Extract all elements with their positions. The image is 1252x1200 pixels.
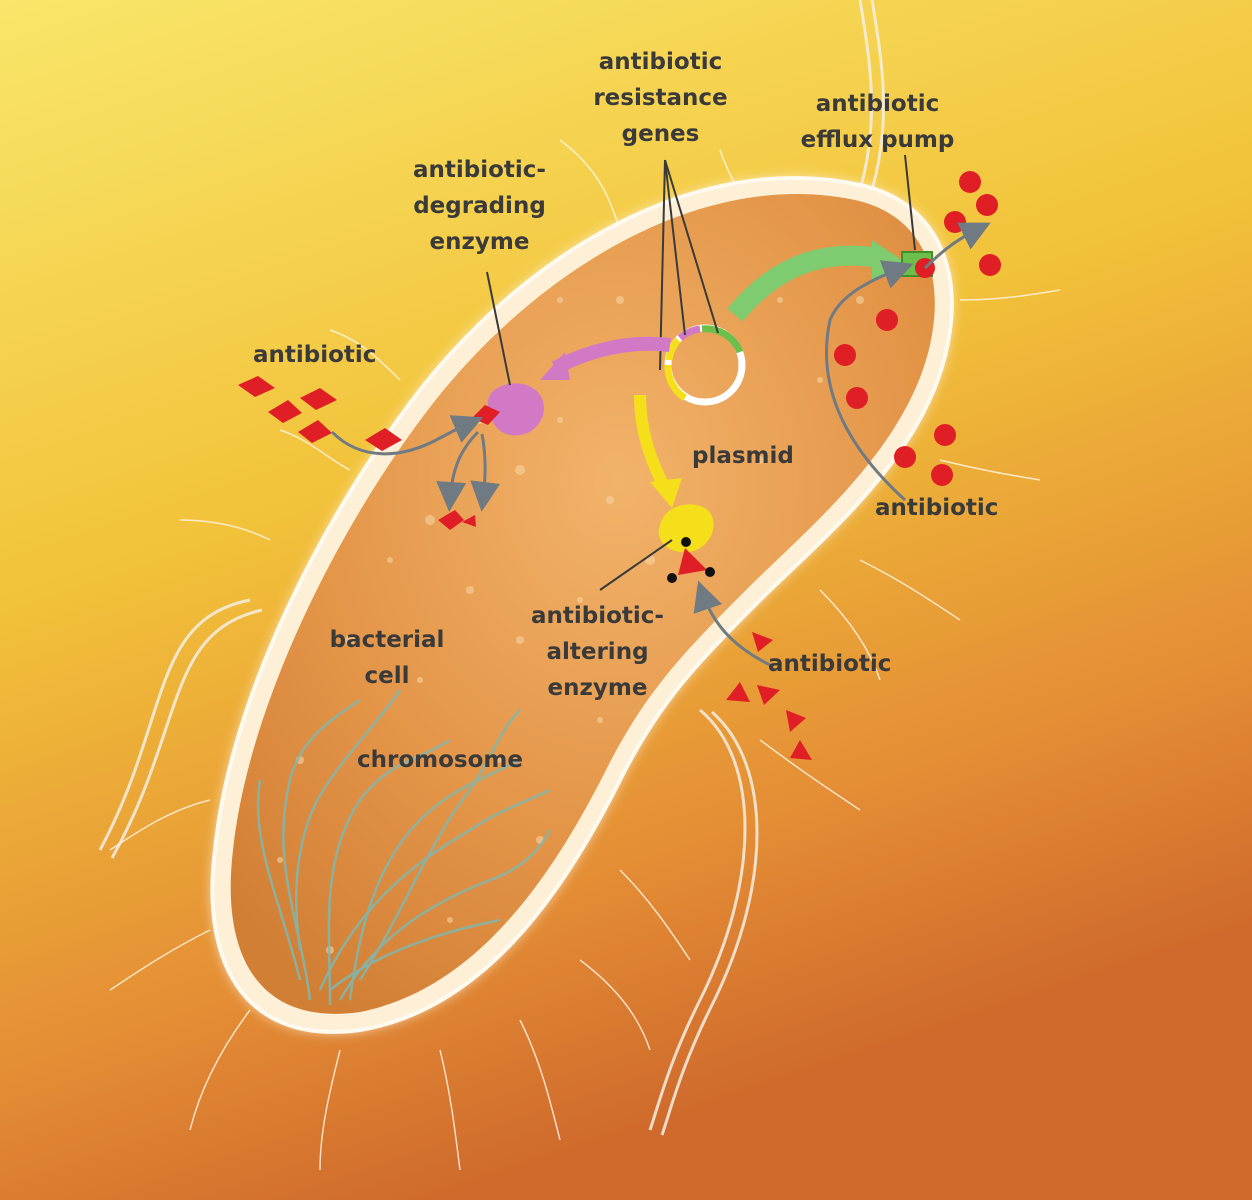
plasmid-ring	[664, 324, 746, 406]
degrading-enzyme-blob	[487, 383, 544, 436]
antibiotic-diamonds	[238, 376, 500, 530]
label-bacterial-cell: bacterial cell	[329, 627, 445, 689]
altered-antibiotic	[678, 548, 707, 575]
antibiotic-triangles	[726, 632, 812, 760]
label-antibiotic-bottom: antibiotic	[768, 651, 892, 677]
antibiotic-entry-arrow-left	[330, 415, 484, 456]
antibiotic-entry-arrow-bottom	[693, 580, 771, 667]
yellow-arrow	[634, 394, 671, 491]
green-arrow	[727, 245, 882, 322]
degraded-arrow-1	[436, 430, 480, 512]
label-degrading-enzyme: antibiotic- degrading enzyme	[413, 157, 546, 255]
label-antibiotic-right: antibiotic	[875, 495, 999, 521]
label-chromosome: chromosome	[357, 747, 523, 773]
flagella	[98, 0, 886, 1136]
label-antibiotic-left: antibiotic	[253, 342, 377, 368]
label-altering-enzyme: antibiotic- altering enzyme	[531, 603, 664, 701]
cytoplasm-granules	[277, 296, 864, 954]
label-efflux-pump: antibiotic efflux pump	[800, 91, 955, 153]
degraded-arrow-2	[470, 433, 501, 512]
pili	[109, 139, 1061, 1171]
resistance-gene-pointers	[659, 159, 719, 371]
efflux-entry-arrow	[825, 260, 914, 502]
antibiotic-dots	[834, 171, 1001, 486]
altering-enzyme-blob	[658, 504, 714, 553]
efflux-exit-arrow	[923, 222, 991, 270]
label-plasmid: plasmid	[692, 443, 794, 469]
chromosome-strands	[256, 689, 552, 1006]
label-resistance-genes: antibiotic resistance genes	[593, 49, 728, 147]
cell-cytoplasm	[230, 193, 935, 1014]
